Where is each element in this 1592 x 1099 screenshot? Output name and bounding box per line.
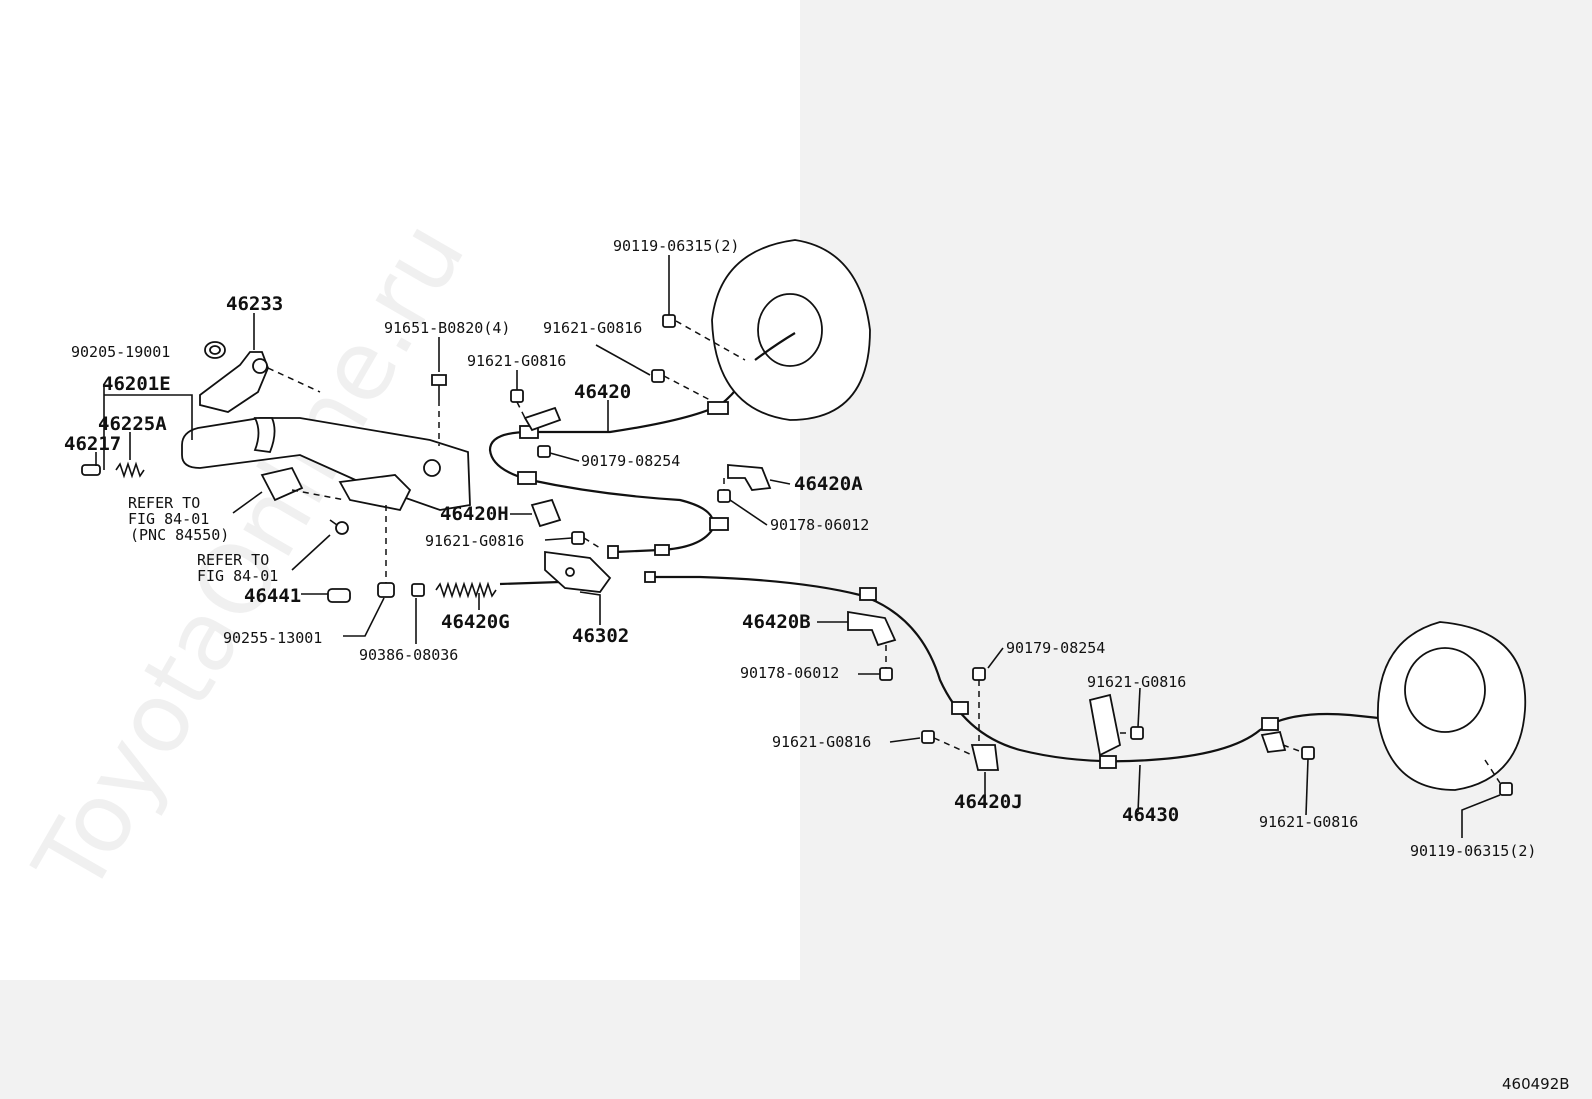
nut-90178-b: [879, 667, 893, 681]
refer2-line2[interactable]: FIG 84-01: [197, 567, 278, 585]
bolt-under-lever: [329, 519, 349, 535]
refer1-line1: REFER TO: [128, 494, 200, 512]
label-46420[interactable]: 46420: [574, 381, 631, 403]
label-90179-08254-a[interactable]: 90179-08254: [581, 452, 680, 470]
bolt-91621-b: [510, 389, 524, 403]
label-90386-08036[interactable]: 90386-08036: [359, 646, 458, 664]
refer1-line3[interactable]: (PNC 84550): [130, 526, 229, 544]
label-91621-G0816-e[interactable]: 91621-G0816: [772, 733, 871, 751]
label-46217[interactable]: 46217: [64, 433, 121, 455]
bolt-91621-c: [571, 531, 585, 545]
label-90255-13001[interactable]: 90255-13001: [223, 629, 322, 647]
label-91621-G0816-c[interactable]: 91621-G0816: [425, 532, 524, 550]
bracket-rear-mid: [1088, 693, 1122, 757]
bracket-rear-right: [1260, 730, 1287, 753]
label-46420A[interactable]: 46420A: [794, 473, 863, 495]
label-90119-06315-b[interactable]: 90119-06315(2): [1410, 842, 1536, 860]
label-90178-06012-a[interactable]: 90178-06012: [770, 516, 869, 534]
label-46233[interactable]: 46233: [226, 293, 283, 315]
lever-handle-46201E[interactable]: [181, 417, 471, 512]
switch-84550: [260, 466, 304, 502]
label-46441[interactable]: 46441: [244, 585, 301, 607]
part-labels: 46233 90205-19001 46201E 46225A 46217 RE…: [64, 237, 1536, 860]
label-91621-G0816-d[interactable]: 91621-G0816: [1087, 673, 1186, 691]
pin-46217: [81, 464, 101, 476]
bracket-near-91621-b: [523, 406, 562, 432]
bolt-91621-d: [1130, 726, 1144, 740]
bolt-90119-a: [662, 314, 676, 328]
cap-46441: [327, 588, 351, 603]
label-46302[interactable]: 46302: [572, 625, 629, 647]
bracket-46420J: [970, 744, 1000, 771]
spring-46420G: [435, 581, 497, 599]
nut-90179-b: [972, 667, 986, 681]
bolt-91621-e: [921, 730, 935, 744]
label-91621-G0816-f[interactable]: 91621-G0816: [1259, 813, 1358, 831]
brake-backing-plate-rear: [1377, 621, 1527, 791]
bracket-46420A: [727, 464, 772, 491]
label-46430[interactable]: 46430: [1122, 804, 1179, 826]
label-46420B[interactable]: 46420B: [742, 611, 811, 633]
cable-46420: [488, 359, 756, 559]
bolt-91651: [431, 374, 447, 400]
label-91621-G0816-b[interactable]: 91621-G0816: [467, 352, 566, 370]
bolt-91621-a: [651, 369, 665, 383]
clip-90255: [377, 582, 395, 598]
spring-46225A: [115, 461, 145, 479]
equalizer-rod-46302: [499, 550, 612, 593]
nut-90178-a: [717, 489, 731, 503]
label-90178-06012-b[interactable]: 90178-06012: [740, 664, 839, 682]
bolt-91621-f: [1301, 746, 1315, 760]
label-46420J[interactable]: 46420J: [954, 791, 1023, 813]
bracket-46420H: [530, 498, 562, 528]
label-46225A[interactable]: 46225A: [98, 413, 167, 435]
label-46201E[interactable]: 46201E: [102, 373, 171, 395]
nut-90386: [411, 583, 425, 597]
label-46420H[interactable]: 46420H: [440, 503, 509, 525]
diagram-id: 460492B: [1502, 1075, 1570, 1093]
lever-bracket-46233: [199, 351, 269, 413]
label-46420G[interactable]: 46420G: [441, 611, 510, 633]
label-91621-G0816-a[interactable]: 91621-G0816: [543, 319, 642, 337]
refer1-line2: FIG 84-01: [128, 510, 209, 528]
bracket-46420B: [847, 610, 897, 647]
dashed-assembly-lines: [267, 320, 1501, 784]
label-90179-08254-b[interactable]: 90179-08254: [1006, 639, 1105, 657]
label-90119-06315-a[interactable]: 90119-06315(2): [613, 237, 739, 255]
nut-90179-a: [537, 445, 551, 458]
label-90205-19001[interactable]: 90205-19001: [71, 343, 170, 361]
washer-90205: [204, 341, 226, 359]
cable-46430: [644, 571, 1485, 769]
leader-lines: [95, 255, 1501, 838]
bolt-90119-b: [1499, 782, 1513, 796]
label-91651-B0820[interactable]: 91651-B0820(4): [384, 319, 510, 337]
refer2-line1: REFER TO: [197, 551, 269, 569]
brake-backing-plate-front: [711, 239, 871, 421]
